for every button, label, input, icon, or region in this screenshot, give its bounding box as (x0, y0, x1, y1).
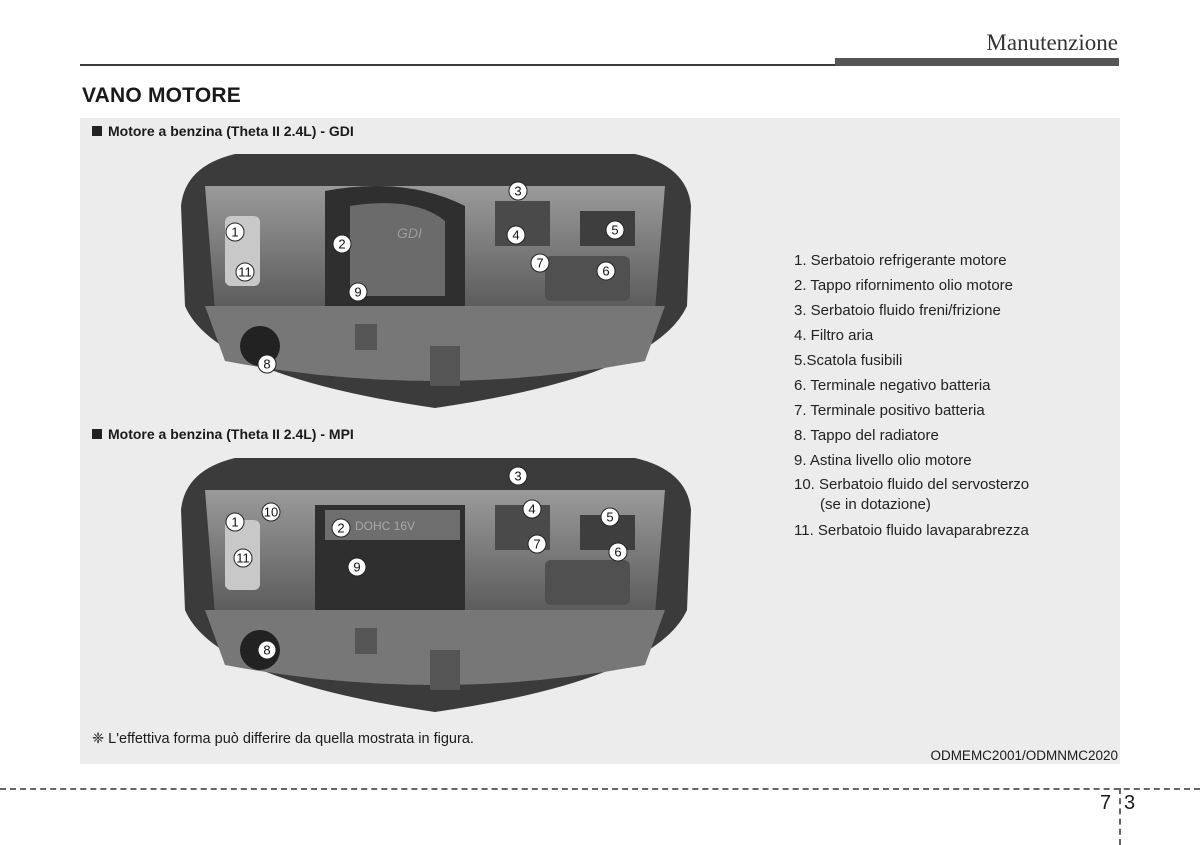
callout-3: 3 (514, 469, 521, 484)
caption-text: Motore a benzina (Theta II 2.4L) - GDI (108, 123, 354, 139)
footer-divider-vertical (1119, 788, 1121, 845)
figure-caption-gdi: Motore a benzina (Theta II 2.4L) - GDI (92, 123, 354, 139)
callout-markers: 1 2 3 4 5 6 7 8 9 10 11 (225, 466, 628, 660)
legend-item: 1. Serbatoio refrigerante motore (794, 252, 1007, 269)
legend-item-main: 10. Serbatoio fluido del servosterzo (794, 476, 1030, 493)
header-rule-accent (835, 58, 1119, 66)
legend-item: 11. Serbatoio fluido lavaparabrezza (794, 522, 1029, 539)
engine-cover-label: GDI (397, 225, 422, 241)
footer-divider (0, 788, 1200, 790)
callout-9: 9 (353, 560, 360, 575)
callout-7: 7 (536, 256, 543, 271)
legend-item: 3. Serbatoio fluido freni/frizione (794, 302, 1001, 319)
chapter-title: Manutenzione (986, 30, 1118, 55)
figure-panel: Motore a benzina (Theta II 2.4L) - GDI G… (80, 118, 1120, 764)
legend-item: 5.Scatola fusibili (794, 352, 903, 369)
callout-2: 2 (338, 237, 345, 252)
footnote: ❈ L'effettiva forma può differire da que… (92, 731, 474, 747)
engine-cover-label: DOHC 16V (355, 519, 415, 533)
callout-1: 1 (231, 225, 238, 240)
callout-5: 5 (606, 510, 613, 525)
image-code: ODMEMC2001/ODMNMC2020 (930, 748, 1118, 763)
section-title: VANO MOTORE (82, 84, 241, 107)
figure-caption-mpi: Motore a benzina (Theta II 2.4L) - MPI (92, 426, 354, 442)
engine-bay-gdi-illustration: GDI 1 2 3 4 5 6 7 8 9 11 (181, 154, 691, 408)
callout-6: 6 (614, 545, 621, 560)
callout-9: 9 (354, 285, 361, 300)
callout-8: 8 (263, 643, 270, 658)
legend-item: 10. Serbatoio fluido del servosterzo (se… (794, 473, 1094, 518)
callout-7: 7 (533, 537, 540, 552)
callout-4: 4 (528, 502, 535, 517)
callout-1: 1 (231, 515, 238, 530)
callout-10: 10 (264, 505, 278, 520)
callout-markers: 1 2 3 4 5 6 7 8 9 11 (225, 181, 625, 374)
legend-item: 9. Astina livello olio motore (794, 452, 972, 469)
legend-item: 8. Tappo del radiatore (794, 427, 939, 444)
callout-4: 4 (512, 228, 519, 243)
legend-item-sub: (se in dotazione) (820, 496, 931, 513)
square-bullet-icon (92, 126, 102, 136)
callout-11: 11 (236, 551, 250, 566)
page-number: 3 (1124, 792, 1136, 814)
engine-bay-mpi-illustration: DOHC 16V 1 2 3 4 5 6 7 8 9 10 11 (181, 458, 691, 712)
legend-item: 2. Tappo rifornimento olio motore (794, 277, 1014, 294)
callout-3: 3 (514, 184, 521, 199)
caption-text: Motore a benzina (Theta II 2.4L) - MPI (108, 426, 354, 442)
callout-11: 11 (238, 265, 252, 280)
legend-item: 4. Filtro aria (794, 327, 874, 344)
header-rule (80, 64, 835, 66)
legend-item: 6. Terminale negativo batteria (794, 377, 991, 394)
legend-item: 7. Terminale positivo batteria (794, 402, 985, 419)
callout-2: 2 (337, 521, 344, 536)
callout-6: 6 (602, 264, 609, 279)
callout-5: 5 (611, 223, 618, 238)
callout-8: 8 (263, 357, 270, 372)
square-bullet-icon (92, 429, 102, 439)
page-chapter-number: 7 (1100, 792, 1112, 814)
component-legend: 1. Serbatoio refrigerante motore 2. Tapp… (794, 248, 1094, 543)
